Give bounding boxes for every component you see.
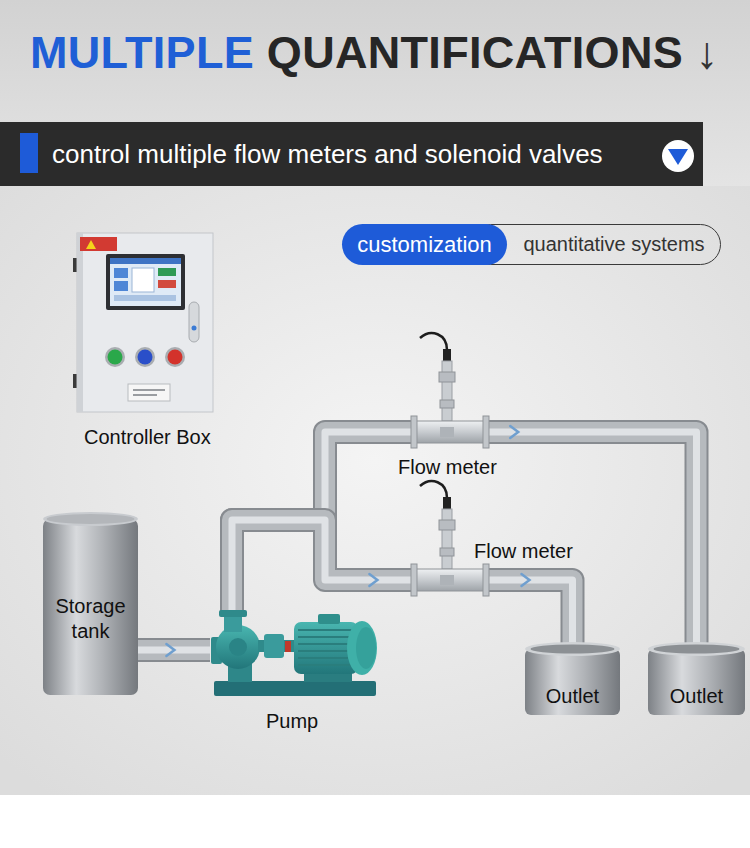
pipe-stroke: [487, 580, 573, 643]
pipe-stroke: [232, 520, 413, 612]
pipe-stroke: [487, 432, 697, 643]
pump: Pump: [210, 612, 380, 700]
outlet-tank: Outlet: [525, 643, 620, 715]
tag-pill: customization: [342, 224, 507, 265]
outlet-tank: Outlet: [648, 643, 745, 715]
pipe-stroke: [487, 432, 697, 643]
page-title: MULTIPLE QUANTIFICATIONS ↓: [30, 27, 719, 79]
flow-chevron: [521, 574, 529, 586]
subtitle-band: control multiple flow meters and solenoi…: [0, 122, 703, 186]
pipe-connector: [487, 426, 697, 643]
pipe-stroke: [487, 580, 573, 643]
pipe-stroke: [232, 432, 413, 612]
title-word: MULTIPLE: [30, 27, 254, 78]
storage-tank-drawing: [43, 512, 138, 695]
pipe-connector: [138, 644, 210, 656]
flow-meter-drawing: [411, 333, 489, 448]
node-label: Controller Box: [84, 425, 211, 449]
pipe-stroke: [487, 432, 697, 643]
pipe-connector: [232, 432, 413, 612]
footer-background: [0, 795, 750, 848]
pipe-stroke: [487, 580, 573, 643]
pipe-stroke: [232, 520, 413, 612]
panel-background: [0, 186, 750, 795]
node-label: Flow meter: [474, 539, 573, 563]
pipe-stroke: [232, 432, 413, 612]
flow-chevron: [369, 574, 377, 586]
flow-meter: Flow meter: [413, 569, 487, 591]
outlet-tank-drawing: [525, 642, 620, 715]
controller-box: Controller Box: [77, 233, 213, 412]
pipe-connector: [232, 520, 413, 612]
pipe-stroke: [138, 638, 210, 662]
node-label: customization: [342, 224, 507, 265]
flow-meter: Flow meter: [413, 421, 487, 443]
pump-drawing: [211, 610, 377, 696]
pipe-stroke: [232, 432, 413, 612]
node-label: Outlet: [648, 684, 745, 708]
title-word: QUANTIFICATIONS: [267, 27, 683, 78]
controller-cabinet: [73, 233, 213, 412]
node-label: Outlet: [525, 684, 620, 708]
flow-chevron: [166, 644, 174, 656]
flow-chevron: [510, 426, 518, 438]
flow-meter-drawing: [411, 481, 489, 596]
pipe-stroke: [138, 640, 210, 660]
pipe-connector: [487, 574, 573, 643]
node-label: Pump: [266, 709, 318, 733]
node-label: Storage tank: [43, 594, 138, 644]
node-label: control multiple flow meters and solenoi…: [52, 122, 603, 186]
pipe-stroke: [232, 520, 413, 612]
header-background: [0, 0, 750, 186]
tag-pill: quantitative systems: [470, 224, 721, 265]
storage-tank: Storage tank: [43, 512, 138, 695]
title-word: ↓: [696, 27, 719, 78]
node-label: quantitative systems: [508, 225, 720, 264]
outlet-tank-drawing: [648, 642, 745, 715]
node-label: Flow meter: [398, 455, 497, 479]
